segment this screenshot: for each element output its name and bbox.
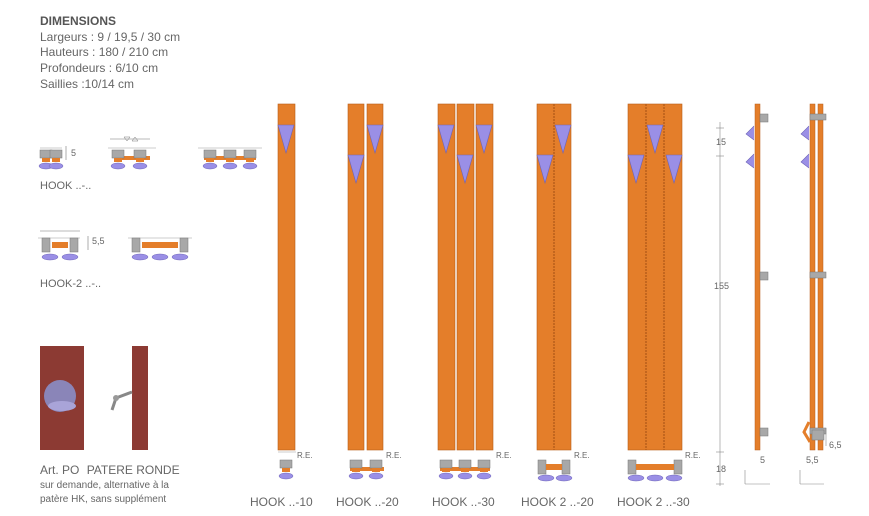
panel-hook-20 — [347, 103, 384, 480]
art-po-name: PATERE RONDE — [86, 463, 180, 477]
hook2-label: HOOK-2 ..-.. — [40, 278, 102, 290]
dimensions-line-depths: Profondeurs : 6/10 cm — [40, 61, 159, 75]
model-label-hook2-30: HOOK 2 ..-30 — [617, 495, 690, 509]
re-label-2-30: R.E. — [685, 451, 701, 460]
side-dim-65: 6,5 — [829, 440, 842, 450]
art-po-line2: patère HK, sans supplément — [40, 494, 167, 505]
dimensions-line-projections: Saillies :10/14 cm — [40, 77, 135, 91]
hook-label: HOOK ..-.. — [40, 180, 92, 192]
re-label-30: R.E. — [496, 451, 512, 460]
art-po-code: Art. PO — [40, 463, 80, 477]
dimensions-line-heights: Hauteurs : 180 / 210 cm — [40, 45, 169, 59]
re-label-2-20: R.E. — [574, 451, 590, 460]
dimensions-line-widths: Largeurs : 9 / 19,5 / 30 cm — [40, 30, 181, 44]
side-dim-5: 5 — [760, 455, 766, 465]
panel-hook-10 — [277, 103, 296, 480]
side-view-hook2 — [799, 103, 827, 485]
art-po-line1: sur demande, alternative à la — [40, 480, 169, 491]
re-label-20: R.E. — [386, 451, 402, 460]
panel-hook2-20 — [536, 103, 573, 482]
model-label-hook-30: HOOK ..-30 — [432, 495, 495, 509]
side-view-hook — [716, 103, 770, 486]
panel-hook-30 — [437, 103, 494, 480]
panel-hook2-30 — [627, 103, 683, 482]
re-label-10: R.E. — [297, 451, 313, 460]
model-label-hook-20: HOOK ..-20 — [336, 495, 399, 509]
side-dim-55: 5,5 — [806, 455, 819, 465]
model-label-hook-10: HOOK ..-10 — [250, 495, 313, 509]
art-po-title: Art. PO PATERE RONDE — [40, 463, 180, 477]
dimensions-title: DIMENSIONS — [40, 14, 117, 28]
hook2-dim-55: 5,5 — [92, 236, 105, 246]
hook-plan-icons — [38, 136, 262, 170]
model-label-hook2-20: HOOK 2 ..-20 — [521, 495, 594, 509]
art-po-front-photo — [40, 346, 84, 450]
art-po-side-photo — [110, 346, 148, 450]
side-dim-15: 15 — [716, 137, 727, 147]
side-dim-18: 18 — [716, 464, 727, 474]
hook-dim-5: 5 — [71, 148, 77, 158]
side-dim-155: 155 — [714, 281, 730, 291]
hook2-plan-icons — [38, 230, 192, 261]
